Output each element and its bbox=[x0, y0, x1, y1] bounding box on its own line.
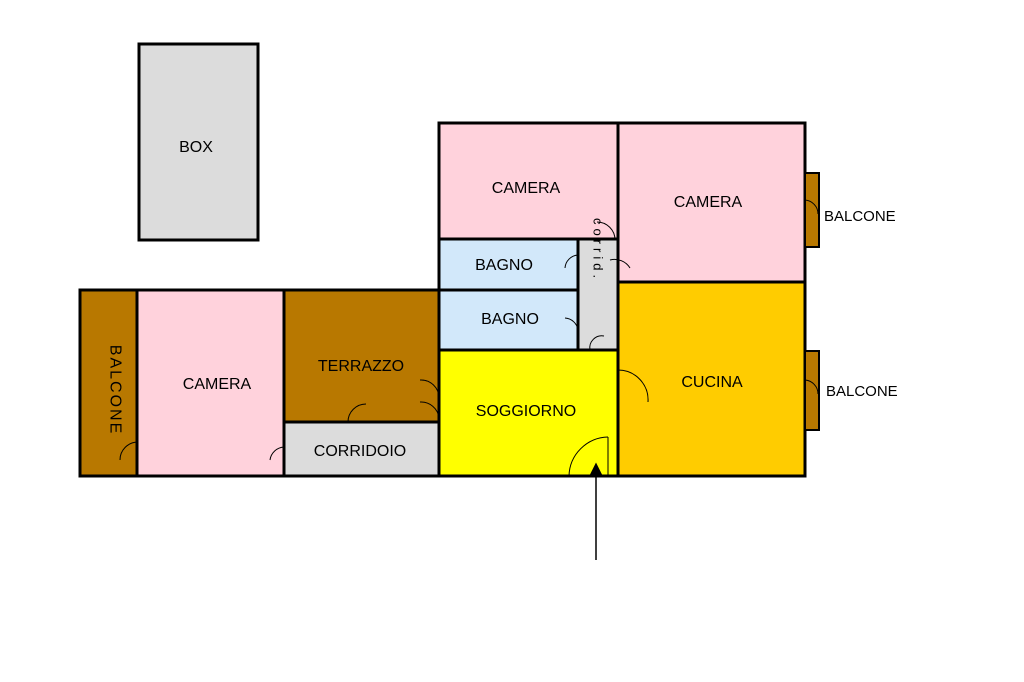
room-soggiorno bbox=[437, 348, 620, 478]
label-box: BOX bbox=[179, 139, 213, 156]
label-terrazzo: TERRAZZO bbox=[318, 358, 404, 375]
label-bagno-upper: BAGNO bbox=[475, 257, 533, 274]
label-corridoio: CORRIDOIO bbox=[314, 443, 406, 460]
label-cucina: CUCINA bbox=[681, 374, 743, 391]
door-swings bbox=[119, 199, 819, 477]
label-camera-left: CAMERA bbox=[183, 376, 252, 393]
label-balcone-right-lower: BALCONE bbox=[826, 383, 898, 400]
label-soggiorno: SOGGIORNO bbox=[476, 403, 576, 420]
room-balcone-left bbox=[78, 288, 139, 478]
label-balcone-left: BALCONE bbox=[107, 345, 124, 435]
room-camera-top-right bbox=[616, 121, 807, 284]
label-balcone-right-upper: BALCONE bbox=[824, 208, 896, 225]
room-bagno-lower bbox=[437, 288, 580, 352]
room-box bbox=[137, 42, 260, 242]
label-camera-top-right: CAMERA bbox=[674, 194, 743, 211]
room-terrazzo bbox=[282, 288, 441, 424]
label-bagno-lower: BAGNO bbox=[481, 311, 539, 328]
room-balcone-right-upper bbox=[804, 172, 820, 248]
label-camera-top-left: CAMERA bbox=[492, 180, 561, 197]
room-balcone-right-lower bbox=[804, 350, 820, 431]
label-corridoio-small: corrid. bbox=[591, 218, 606, 282]
room-camera-left bbox=[135, 288, 286, 478]
